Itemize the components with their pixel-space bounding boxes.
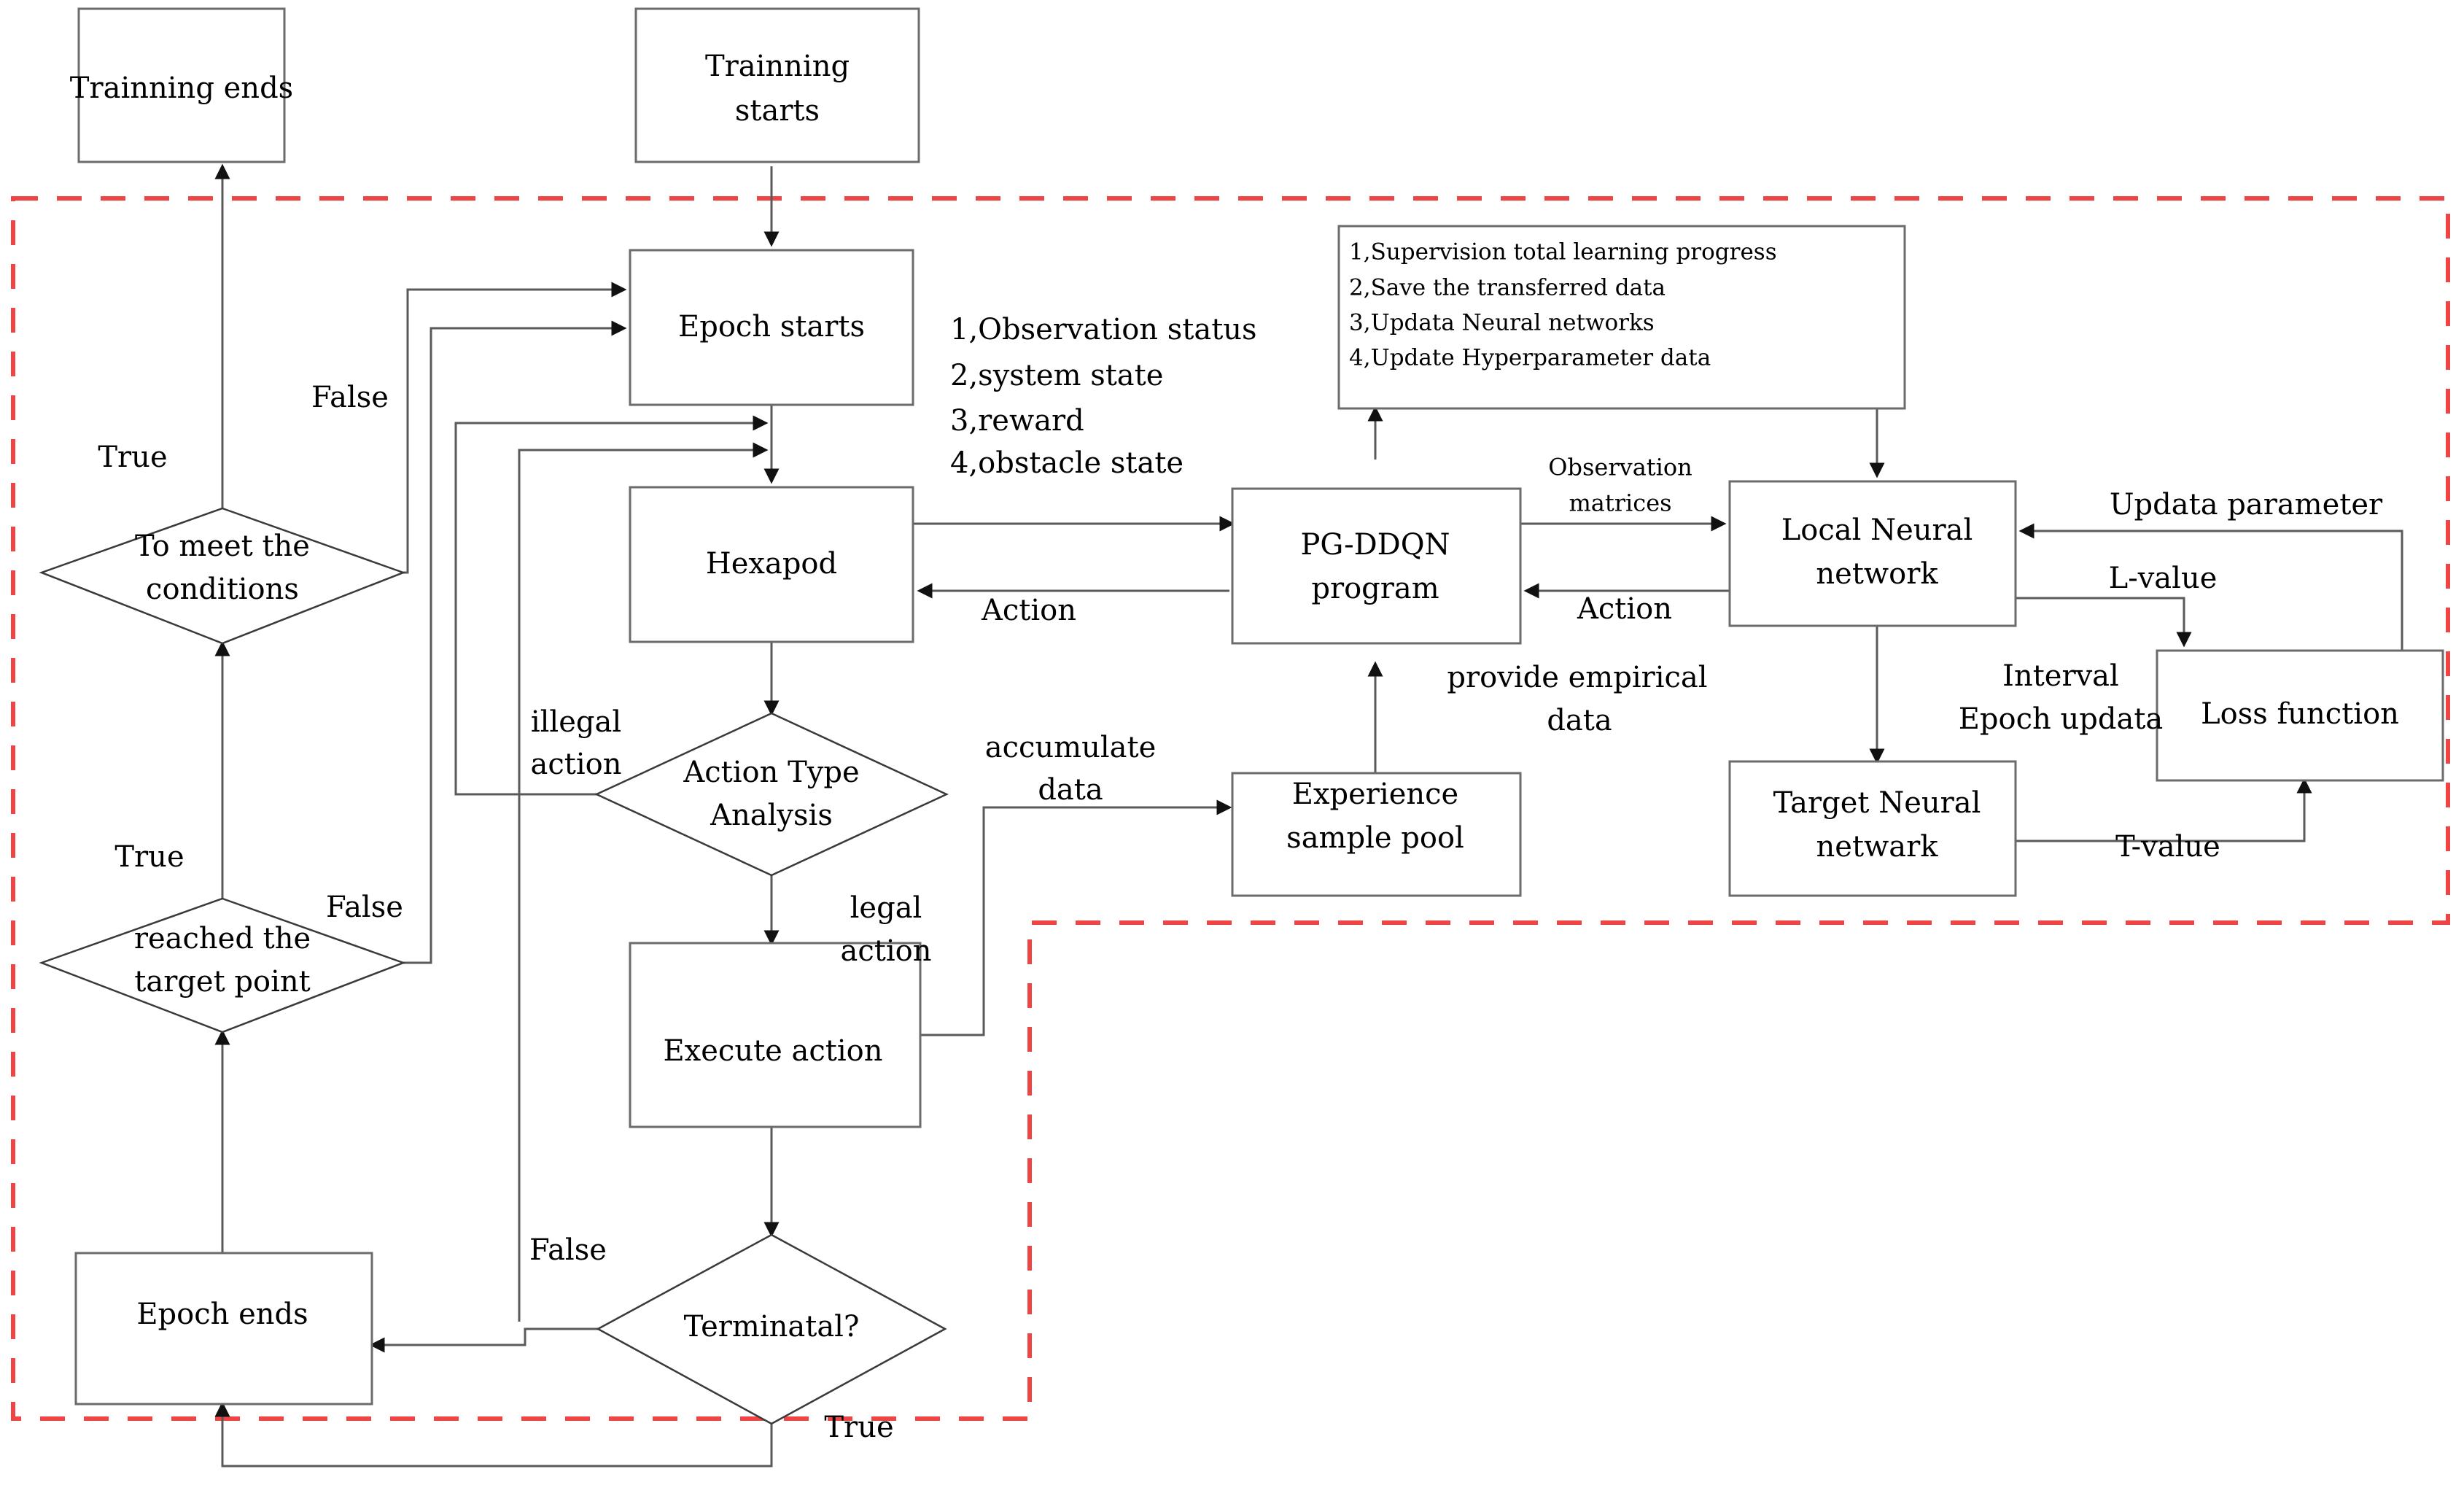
edge-label-observation-matrices-line2: matrices — [1569, 489, 1671, 517]
edge-label-provide-empirical-line2: data — [1547, 704, 1612, 737]
edge-label-action-local: Action — [1577, 592, 1672, 626]
node-trainning-starts-label-line2: starts — [735, 94, 820, 128]
edge-terminatal-false-to-epoch-starts — [518, 442, 769, 1322]
node-experience-sample-pool[interactable] — [1231, 772, 1522, 897]
supervision-list-line-2: 2,Save the transferred data — [1349, 275, 1666, 301]
node-hexapod[interactable] — [629, 486, 914, 643]
edge-execute-to-experience-pool — [920, 799, 1232, 1036]
edge-label-observation-matrices-line1: Observation — [1548, 454, 1692, 481]
node-pgddqn-program[interactable] — [1231, 487, 1522, 645]
node-loss-function-label: Loss function — [2201, 697, 2399, 731]
decision-terminatal-label: Terminatal? — [684, 1310, 860, 1344]
edge-label-legal-action-line2: action — [841, 934, 932, 968]
edge-label-l-value: L-value — [2109, 562, 2218, 595]
node-experience-pool-label-line2: sample pool — [1286, 821, 1464, 855]
edge-target-nn-to-loss-function — [2016, 778, 2312, 842]
edge-label-true-reached: True — [114, 840, 184, 874]
supervision-list-line-3: 3,Updata Neural networks — [1349, 310, 1655, 336]
supervision-list-line-1: 1,Supervision total learning progress — [1349, 239, 1777, 265]
node-local-neural-network[interactable] — [1728, 480, 2017, 627]
supervision-list-line-4: 4,Update Hyperparameter data — [1349, 345, 1711, 371]
observation-list-line-1: 1,Observation status — [950, 313, 1257, 346]
edge-label-illegal-action-line2: action — [531, 748, 622, 781]
node-execute-action[interactable] — [629, 942, 922, 1128]
decision-to-meet-conditions[interactable] — [39, 507, 406, 645]
node-pgddqn-label-line2: program — [1311, 572, 1439, 605]
node-epoch-ends-label: Epoch ends — [136, 1298, 308, 1331]
node-target-nn-label-line2: netwark — [1816, 830, 1939, 864]
edge-terminatal-false-to-epoch-ends — [369, 1327, 598, 1353]
node-epoch-ends[interactable] — [74, 1252, 373, 1406]
observation-list-line-3: 3,reward — [950, 404, 1084, 438]
node-trainning-ends-label: Trainning ends — [70, 71, 293, 105]
edge-label-false-terminatal: False — [529, 1233, 607, 1267]
node-epoch-starts[interactable] — [629, 249, 914, 406]
edge-conditions-false-to-epoch-starts — [403, 282, 627, 574]
node-epoch-starts-label: Epoch starts — [678, 310, 865, 344]
edge-label-illegal-action-line1: illegal — [531, 705, 621, 739]
edge-label-updata-parameter: Updata parameter — [2110, 488, 2383, 522]
edge-label-false-conditions: False — [311, 381, 389, 414]
decision-reached-target-point[interactable] — [39, 897, 406, 1034]
edge-label-accumulate-line1: accumulate — [985, 731, 1157, 764]
edge-label-legal-action-line1: legal — [850, 891, 922, 925]
dashed-region-boundary — [11, 196, 2450, 1421]
edge-label-true-terminatal: True — [824, 1411, 893, 1444]
edge-label-interval-line1: Interval — [2002, 659, 2119, 693]
edge-terminatal-true-to-epoch-ends — [214, 1401, 773, 1468]
node-target-nn-label-line1: Target Neural — [1773, 786, 1981, 820]
decision-terminatal[interactable] — [596, 1233, 947, 1425]
node-pgddqn-label-line1: PG-DDQN — [1300, 528, 1450, 562]
decision-to-meet-conditions-label-line2: conditions — [146, 573, 299, 606]
decision-reached-target-label-line2: target point — [134, 965, 310, 999]
decision-action-type-analysis[interactable] — [594, 712, 949, 877]
edge-label-action-hexapod: Action — [981, 594, 1076, 627]
edge-loss-function-to-local-nn — [2018, 523, 2403, 651]
edge-reached-false-to-epoch-starts — [403, 320, 627, 964]
edge-illegal-action-to-epoch-starts — [454, 415, 769, 796]
edge-label-accumulate-line2: data — [1038, 773, 1103, 807]
observation-list-line-4: 4,obstacle state — [950, 446, 1184, 480]
edge-label-provide-empirical-line1: provide empirical — [1447, 661, 1707, 694]
observation-list-line-2: 2,system state — [950, 359, 1163, 392]
node-execute-action-label: Execute action — [663, 1034, 882, 1068]
decision-action-type-label-line1: Action Type — [683, 756, 859, 789]
node-trainning-ends[interactable] — [77, 7, 286, 163]
node-loss-function[interactable] — [2156, 649, 2444, 782]
edge-label-false-reached: False — [326, 891, 403, 924]
node-local-nn-label-line2: network — [1816, 557, 1938, 591]
edge-label-true-conditions: True — [98, 441, 167, 474]
node-target-neural-network[interactable] — [1728, 760, 2017, 897]
decision-reached-target-label-line1: reached the — [134, 922, 311, 955]
edge-label-t-value: T-value — [2115, 830, 2220, 864]
node-experience-pool-label-line1: Experience — [1292, 778, 1458, 811]
node-hexapod-label: Hexapod — [706, 547, 837, 581]
decision-to-meet-conditions-label-line1: To meet the — [135, 530, 310, 563]
node-local-nn-label-line1: Local Neural — [1781, 513, 1973, 547]
note-box-supervision — [1337, 225, 1906, 410]
node-trainning-starts-label-line1: Trainning — [705, 50, 850, 83]
node-trainning-starts[interactable] — [634, 7, 920, 163]
edge-local-nn-to-loss-function — [2016, 597, 2192, 648]
decision-action-type-label-line2: Analysis — [710, 799, 833, 832]
edge-label-interval-line2: Epoch updata — [1959, 702, 2164, 736]
